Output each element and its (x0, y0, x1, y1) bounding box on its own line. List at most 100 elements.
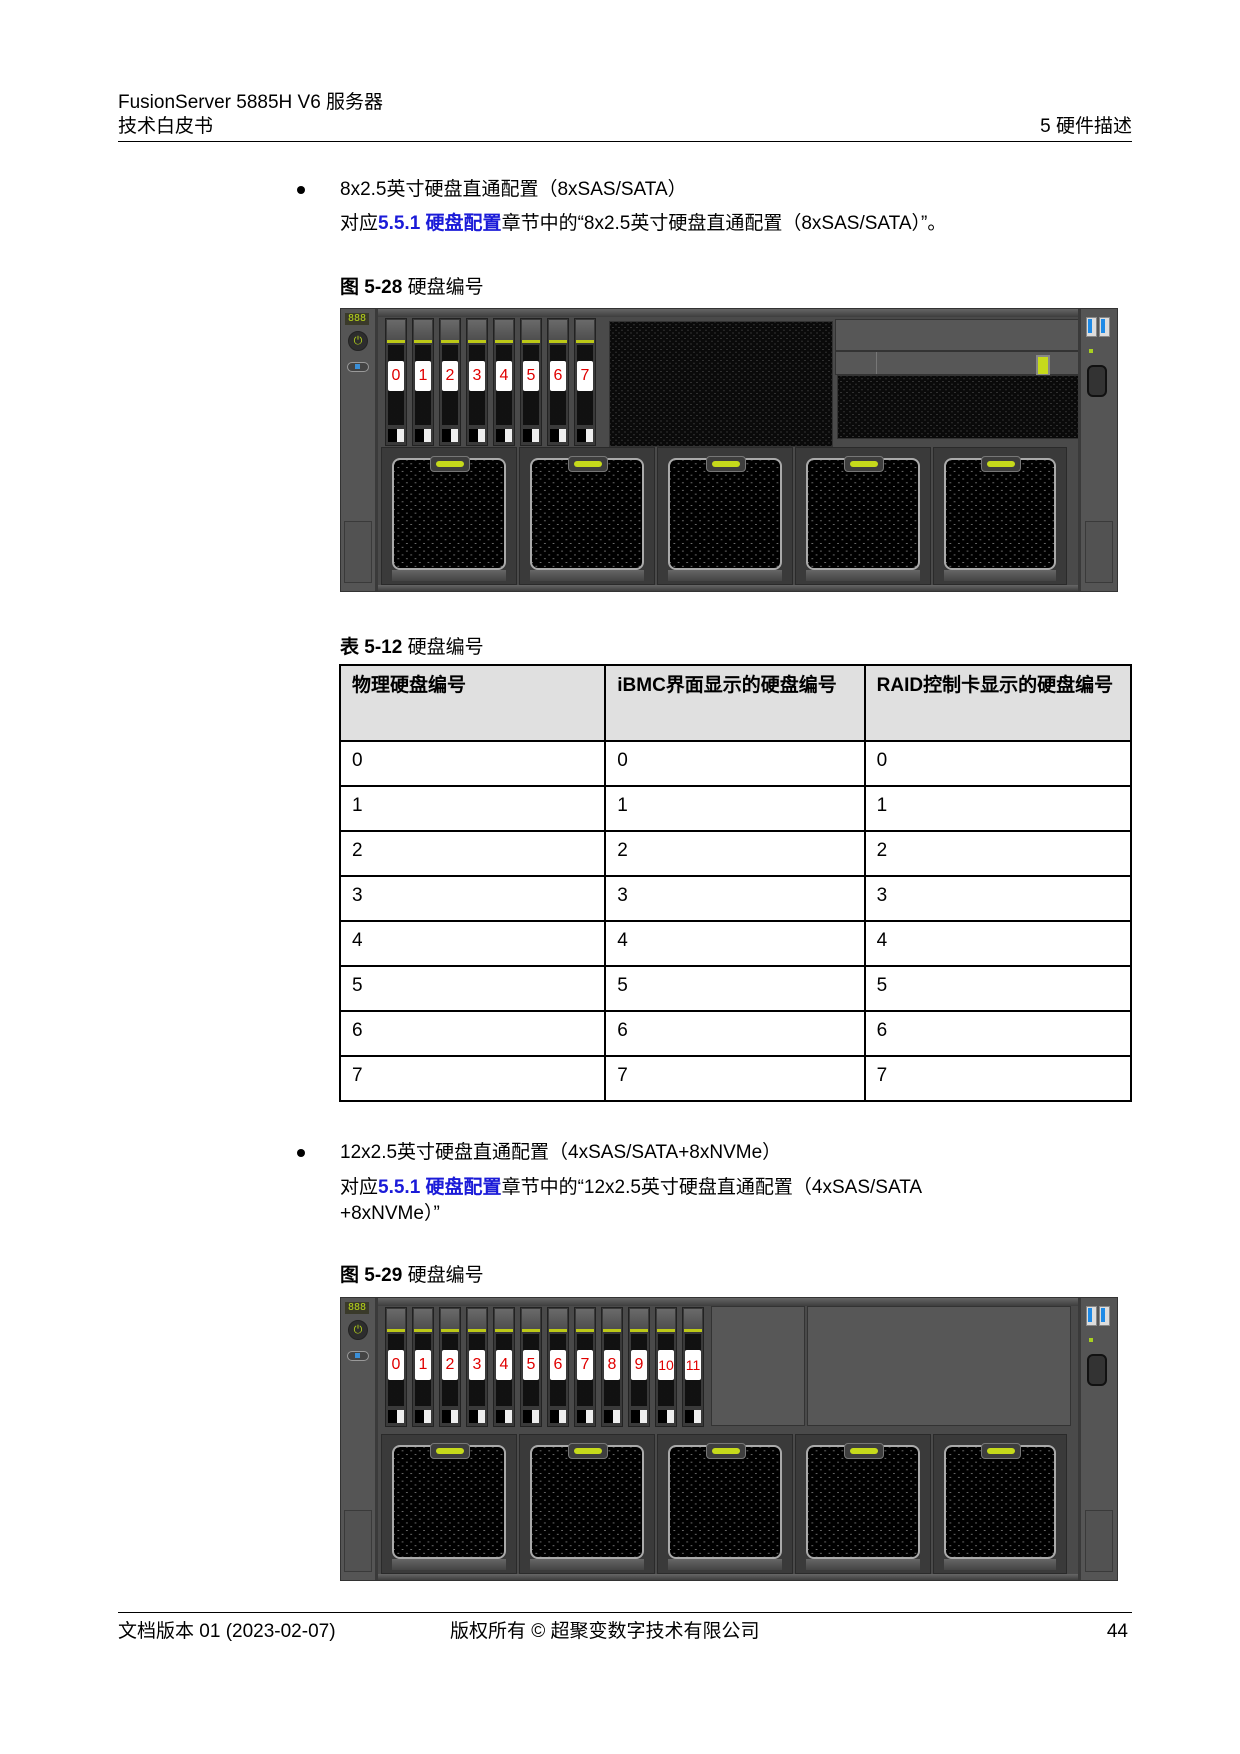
drive-slot: 5 (520, 1307, 542, 1427)
panel-foot (1085, 521, 1113, 583)
drive-slot: 2 (439, 318, 461, 446)
drive-label: 10 (658, 1350, 674, 1380)
column-header: RAID控制卡显示的硬盘编号 (863, 664, 1133, 742)
indicator-icon (1036, 355, 1050, 376)
footer-page-number: 44 (1106, 1621, 1128, 1642)
figure-caption-5-28: 图 5-28 硬盘编号 (340, 272, 484, 299)
panel-foot (1085, 1510, 1113, 1572)
table-cell: 6 (338, 1010, 607, 1057)
drive-label: 11 (685, 1350, 701, 1380)
drive-label: 8 (604, 1350, 620, 1380)
vent-grille (609, 321, 833, 447)
header-product: FusionServer 5885H V6 服务器 (118, 92, 384, 113)
reference-line-1: 对应5.5.1 硬盘配置章节中的“8x2.5英寸硬盘直通配置（8xSAS/SAT… (340, 211, 946, 237)
header-doc-type: 技术白皮书 (118, 116, 214, 137)
drive-label: 6 (550, 1350, 566, 1380)
table-caption-5-12: 表 5-12 硬盘编号 (340, 632, 484, 659)
drive-label: 3 (469, 361, 485, 391)
table-title: 硬盘编号 (407, 637, 484, 658)
table-cell: 2 (863, 830, 1133, 877)
power-button-icon: ⏻ (348, 331, 368, 351)
figure-title: 硬盘编号 (407, 1265, 484, 1286)
drive-label: 4 (496, 361, 512, 391)
usb-port-icon (1099, 1306, 1110, 1326)
ref-suffix: 章节中的“8x2.5英寸硬盘直通配置（8xSAS/SATA）”。 (501, 213, 947, 234)
bottom-strip (378, 1574, 1079, 1580)
drive-slot: 11 (682, 1307, 704, 1427)
drive-bay-8: 0 1 2 3 4 5 6 7 (385, 318, 605, 446)
drive-label: 1 (415, 1350, 431, 1380)
drive-label: 1 (415, 361, 431, 391)
drive-slot: 5 (520, 318, 542, 446)
usb-port-icon (1086, 1306, 1097, 1326)
fan-module (933, 1434, 1067, 1574)
drive-label: 0 (388, 361, 404, 391)
fan-module (657, 1434, 793, 1574)
blank-panel (835, 319, 1079, 351)
table-cell: 7 (863, 1055, 1133, 1102)
table-cell: 6 (863, 1010, 1133, 1057)
bullet-icon (297, 186, 305, 194)
fan-module (381, 1434, 517, 1574)
table-cell: 1 (863, 785, 1133, 832)
panel-foot (344, 521, 372, 583)
drive-label: 7 (577, 361, 593, 391)
table-number: 表 5-12 (340, 637, 403, 658)
blank-panel (835, 351, 1079, 376)
blank-panel (807, 1306, 1071, 1426)
table-cell: 4 (863, 920, 1133, 967)
table-cell: 0 (863, 740, 1133, 787)
footer-copyright: 版权所有 © 超聚变数字技术有限公司 (450, 1621, 760, 1642)
table-cell: 2 (338, 830, 607, 877)
usb-port-icon (1086, 317, 1097, 337)
table-cell: 1 (604, 785, 866, 832)
drive-label: 4 (496, 1350, 512, 1380)
figure-caption-5-29: 图 5-29 硬盘编号 (340, 1260, 484, 1287)
slot-number-strip (378, 1298, 1079, 1306)
drive-slot: 4 (493, 1307, 515, 1427)
table-cell: 5 (338, 965, 607, 1012)
table-header-row: 物理硬盘编号 iBMC界面显示的硬盘编号 RAID控制卡显示的硬盘编号 (338, 664, 1133, 742)
drive-slot: 6 (547, 1307, 569, 1427)
drive-slot: 3 (466, 318, 488, 446)
io-panel (1078, 1298, 1117, 1580)
fan-module (795, 1434, 931, 1574)
led-icon (1089, 1338, 1093, 1342)
drive-slot: 7 (574, 1307, 596, 1427)
fan-module (657, 447, 793, 585)
drive-label: 2 (442, 1350, 458, 1380)
drive-label: 5 (523, 1350, 539, 1380)
link-5-5-1[interactable]: 5.5.1 硬盘配置 (378, 1177, 502, 1198)
power-button-icon: ⏻ (348, 1320, 368, 1340)
blank-panel (711, 1306, 805, 1426)
drive-slot: 0 (385, 1307, 407, 1427)
drive-label: 0 (388, 1350, 404, 1380)
drive-label: 5 (523, 361, 539, 391)
slot-number-strip (378, 309, 1079, 317)
drive-slot: 9 (628, 1307, 650, 1427)
table-cell: 4 (338, 920, 607, 967)
table-cell: 2 (604, 830, 866, 877)
table-cell: 6 (604, 1010, 866, 1057)
io-panel (1078, 309, 1117, 591)
link-5-5-1[interactable]: 5.5.1 硬盘配置 (378, 213, 502, 234)
drive-bay-12: 0 1 2 3 4 5 6 7 8 9 10 11 (385, 1307, 715, 1435)
column-header: iBMC界面显示的硬盘编号 (604, 664, 866, 742)
fan-module (933, 447, 1067, 585)
table-cell: 7 (604, 1055, 866, 1102)
drive-slot: 8 (601, 1307, 623, 1427)
drive-slot: 3 (466, 1307, 488, 1427)
reference-line-2: 对应5.5.1 硬盘配置章节中的“12x2.5英寸硬盘直通配置（4xSAS/SA… (340, 1175, 922, 1201)
vent-grille (837, 375, 1079, 439)
table-cell: 3 (338, 875, 607, 922)
drive-slot: 1 (412, 318, 434, 446)
column-header: 物理硬盘编号 (338, 664, 607, 742)
bullet-text-8x: 8x2.5英寸硬盘直通配置（8xSAS/SATA） (340, 179, 687, 200)
